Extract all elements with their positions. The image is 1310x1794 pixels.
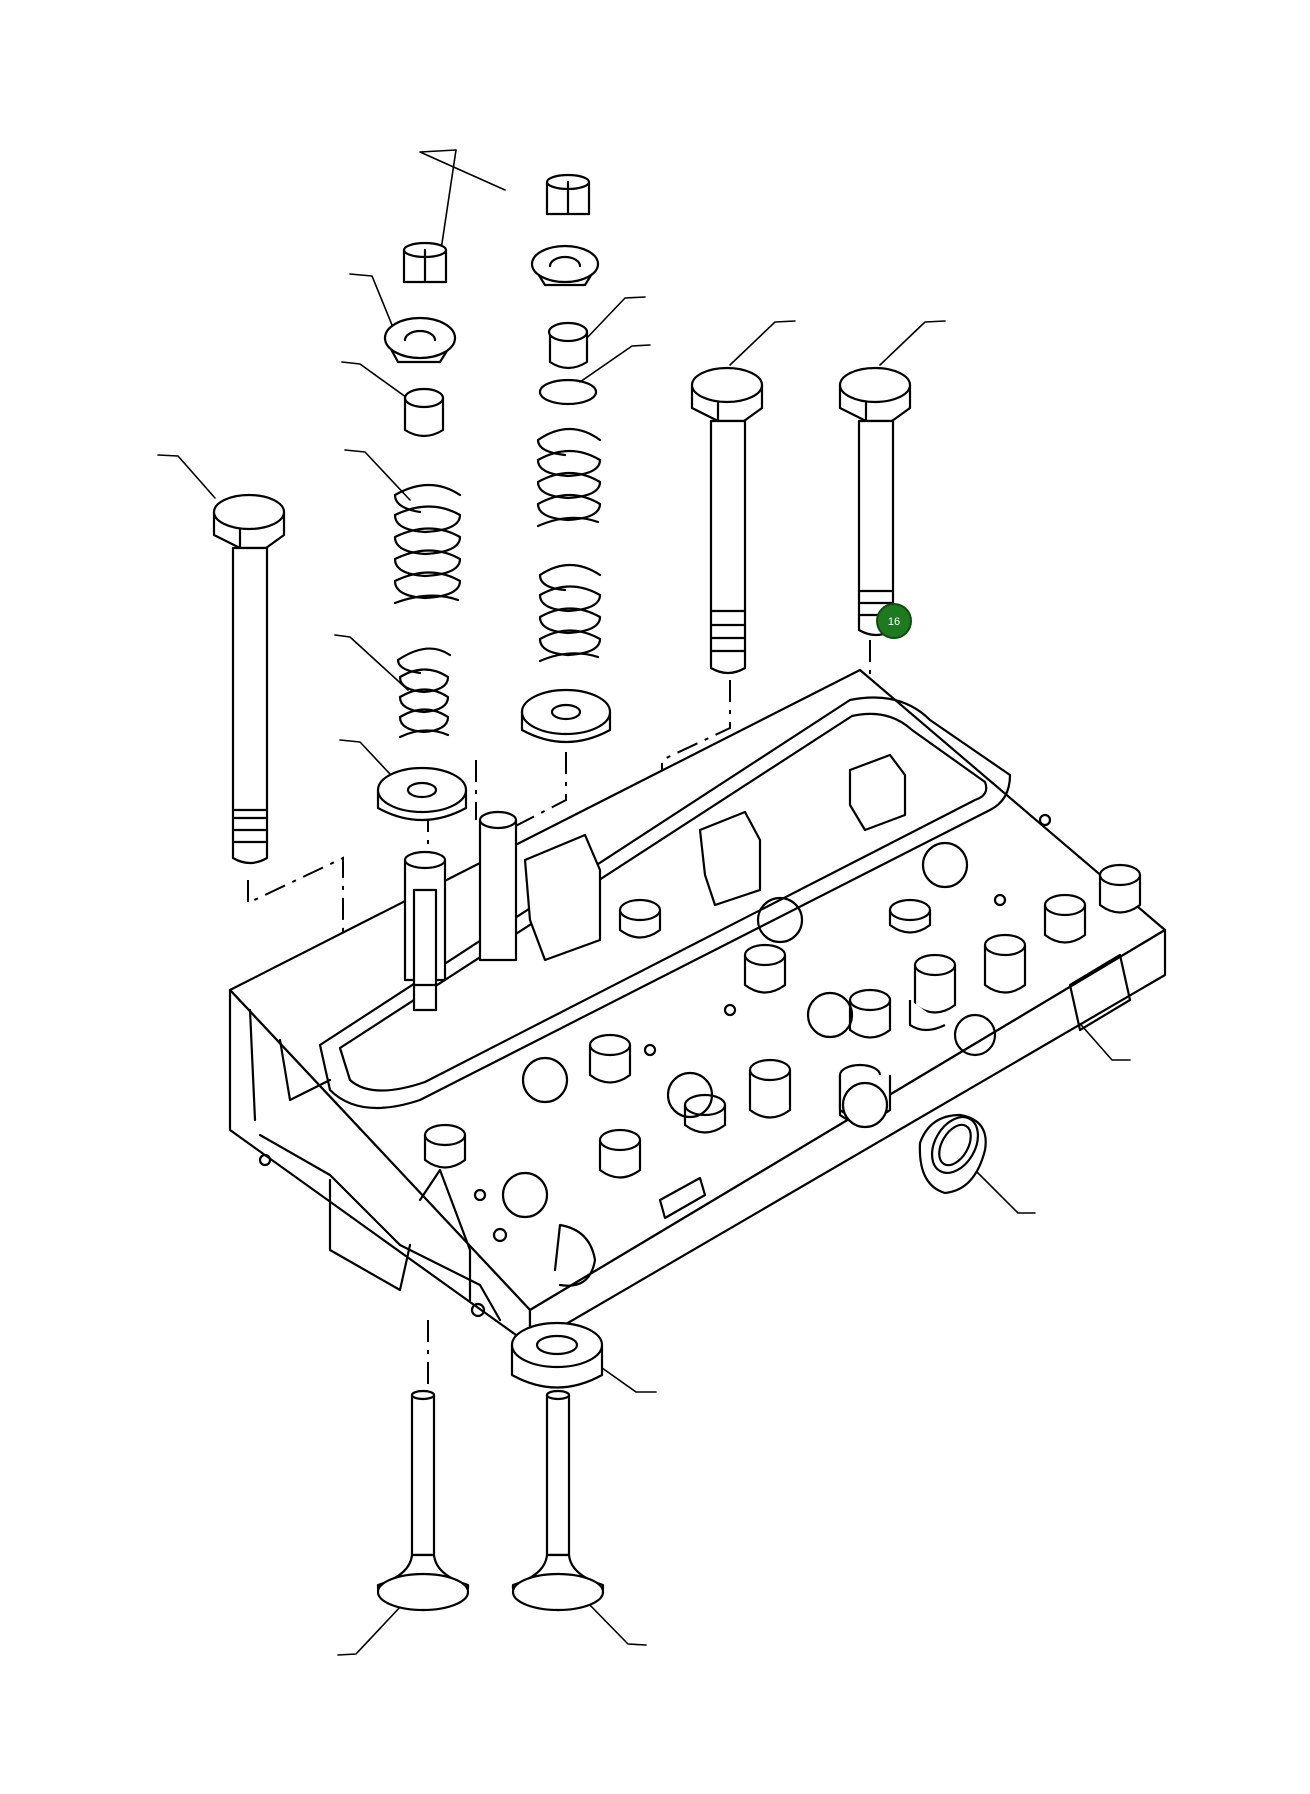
valve-seat-insert bbox=[510, 1321, 604, 1389]
injector-bore bbox=[838, 1075, 892, 1129]
spring-seat-washer-right bbox=[520, 688, 612, 744]
valve-spring-outer-left bbox=[393, 484, 462, 605]
spring-retainer-left bbox=[383, 316, 457, 364]
valve-stems-installed bbox=[412, 888, 438, 1012]
valve-collet-right bbox=[545, 173, 591, 216]
head-bolt-left bbox=[212, 493, 286, 865]
valve-stem-seal-right bbox=[547, 321, 589, 370]
valve-spring-outer-right bbox=[536, 428, 602, 528]
core-plug bbox=[918, 1113, 987, 1195]
head-bolt-right bbox=[838, 366, 912, 637]
callout-marker-16-circle[interactable] bbox=[876, 603, 912, 639]
valve-spring-inner-right bbox=[538, 564, 602, 663]
valve-spring-inner-left bbox=[396, 647, 452, 739]
cylinder-head bbox=[228, 668, 1167, 1347]
o-ring bbox=[538, 378, 598, 406]
spring-seat-washer-left bbox=[376, 766, 468, 822]
leader-lines bbox=[157, 149, 1131, 1656]
valve-collet-left bbox=[402, 241, 448, 284]
spring-retainer-right bbox=[530, 244, 600, 287]
callout-marker-16[interactable]: 16 bbox=[876, 603, 912, 639]
valve-stem-seal-left bbox=[403, 387, 445, 438]
exhaust-valve bbox=[511, 1389, 605, 1612]
head-bolt-middle bbox=[690, 366, 764, 675]
intake-valve bbox=[376, 1389, 470, 1612]
callout-marker-16-label: 16 bbox=[888, 616, 900, 628]
rocker-pedestals bbox=[523, 753, 907, 962]
